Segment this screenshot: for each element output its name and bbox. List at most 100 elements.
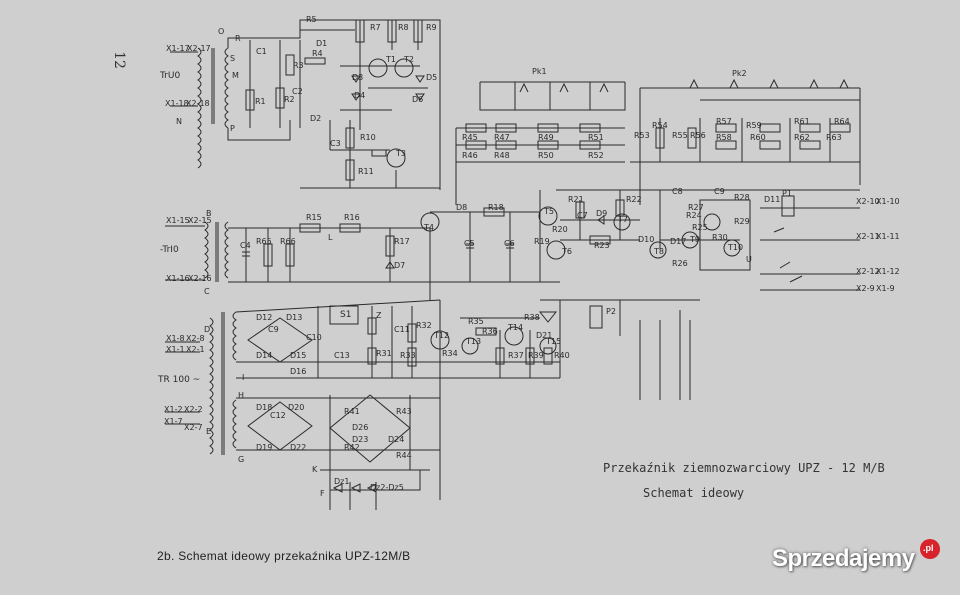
label-r60: R60 [750,133,766,142]
label-r18: R18 [488,203,504,212]
node-b: B [206,209,212,218]
label-r31: R31 [376,349,392,358]
label-d20: D20 [288,403,305,412]
node-u: U [746,255,752,264]
label-d22: D22 [290,443,307,452]
label-dz1: Dz1 [334,477,350,486]
terminal-x2-9: X2-9 [856,284,875,293]
label-d19: D19 [256,443,273,452]
label-r57: R57 [716,117,732,126]
label-d14: D14 [256,351,273,360]
node-l: L [328,233,333,242]
label-p2: P2 [606,307,616,316]
label-c11: C11 [394,325,410,334]
label-pk1: Pk1 [532,67,547,76]
terminal-x1-7: X1-7 [164,417,183,426]
node-i: I [242,373,245,382]
node-g: G [238,455,245,464]
terminal-x1-1: X1-1 [166,345,185,354]
label-d26: D26 [352,423,369,432]
label-r28: R28 [734,193,750,202]
label-r41: R41 [344,407,360,416]
label-r8: R8 [398,23,409,32]
label-r11: R11 [358,167,374,176]
terminal-x1-15: X1-15 [166,216,190,225]
label-t8: T8 [654,247,664,256]
transformer-tr100: TR 100 ~ [158,375,201,385]
terminal-x2-16: X2-16 [188,274,212,283]
label-t9: T9 [690,235,700,244]
label-d2: D2 [310,114,322,123]
label-r59: R59 [746,121,762,130]
node-h: H [238,391,245,400]
label-d10: D10 [638,235,655,244]
watermark-text: Sprzedajemy [772,545,915,572]
label-r34: R34 [442,349,458,358]
label-r25: R25 [692,223,708,232]
label-d17: D17 [670,237,687,246]
label-r52: R52 [588,151,604,160]
label-d11: D11 [764,195,781,204]
node-n: N [176,117,182,126]
terminal-x1-17: X1-17 [166,44,190,53]
label-r42: R42 [344,443,360,452]
node-r: R [235,34,241,43]
label-r21: R21 [568,195,584,204]
label-r9: R9 [426,23,437,32]
label-r56: R56 [690,131,706,140]
node-e: E [206,427,212,436]
diagram-title: Przekaźnik ziemnozwarciowy UPZ - 12 M/B [603,461,885,475]
label-r20: R20 [552,225,568,234]
label-d9: D9 [596,209,608,218]
label-c7: C7 [577,211,588,220]
label-d8: D8 [456,203,468,212]
label-t12: T12 [434,331,450,340]
label-c4: C4 [240,241,251,250]
node-c: C [204,287,210,296]
terminal-x2-8: X2-8 [186,334,205,343]
label-t6: T6 [562,247,572,256]
label-d4: D4 [354,91,366,100]
label-r26: R26 [672,259,688,268]
label-c13: C13 [334,351,350,360]
label-r48: R48 [494,151,510,160]
label-pk2: Pk2 [732,69,747,78]
label-d3: D3 [352,73,364,82]
watermark-badge-icon: .pl [920,539,940,559]
label-r61: R61 [794,117,810,126]
label-r35: R35 [468,317,484,326]
label-r49: R49 [538,133,554,142]
label-c5: C5 [464,239,475,248]
label-r45: R45 [462,133,478,142]
label-r10: R10 [360,133,376,142]
label-d6: D6 [412,95,424,104]
label-c6: C6 [504,239,515,248]
label-r33: R33 [400,351,416,360]
node-p: P [230,124,235,133]
node-o: O [218,27,225,36]
terminal-x2-15: X2-15 [188,216,212,225]
label-d24: D24 [388,435,405,444]
node-d: D [204,325,211,334]
label-r16: R16 [344,213,360,222]
terminal-x1-8: X1-8 [166,334,185,343]
label-d7: D7 [394,261,406,270]
figure-caption: 2b. Schemat ideowy przekaźnika UPZ-12M/B [157,549,411,563]
label-c12: C12 [270,411,286,420]
label-d16: D16 [290,367,307,376]
label-r15: R15 [306,213,322,222]
label-r54: R54 [652,121,668,130]
label-d12: D12 [256,313,273,322]
label-r58: R58 [716,133,732,142]
label-c9: C9 [714,187,725,196]
label-d13: D13 [286,313,303,322]
label-r24: R24 [686,211,702,220]
label-r53: R53 [634,131,650,140]
label-r32: R32 [416,321,432,330]
label-p1: P1 [782,189,792,198]
label-dz2: Dz2-Dz5 [370,483,404,492]
terminal-x2-17: X2-17 [187,44,211,53]
label-t2: T2 [404,55,414,64]
label-r62: R62 [794,133,810,142]
